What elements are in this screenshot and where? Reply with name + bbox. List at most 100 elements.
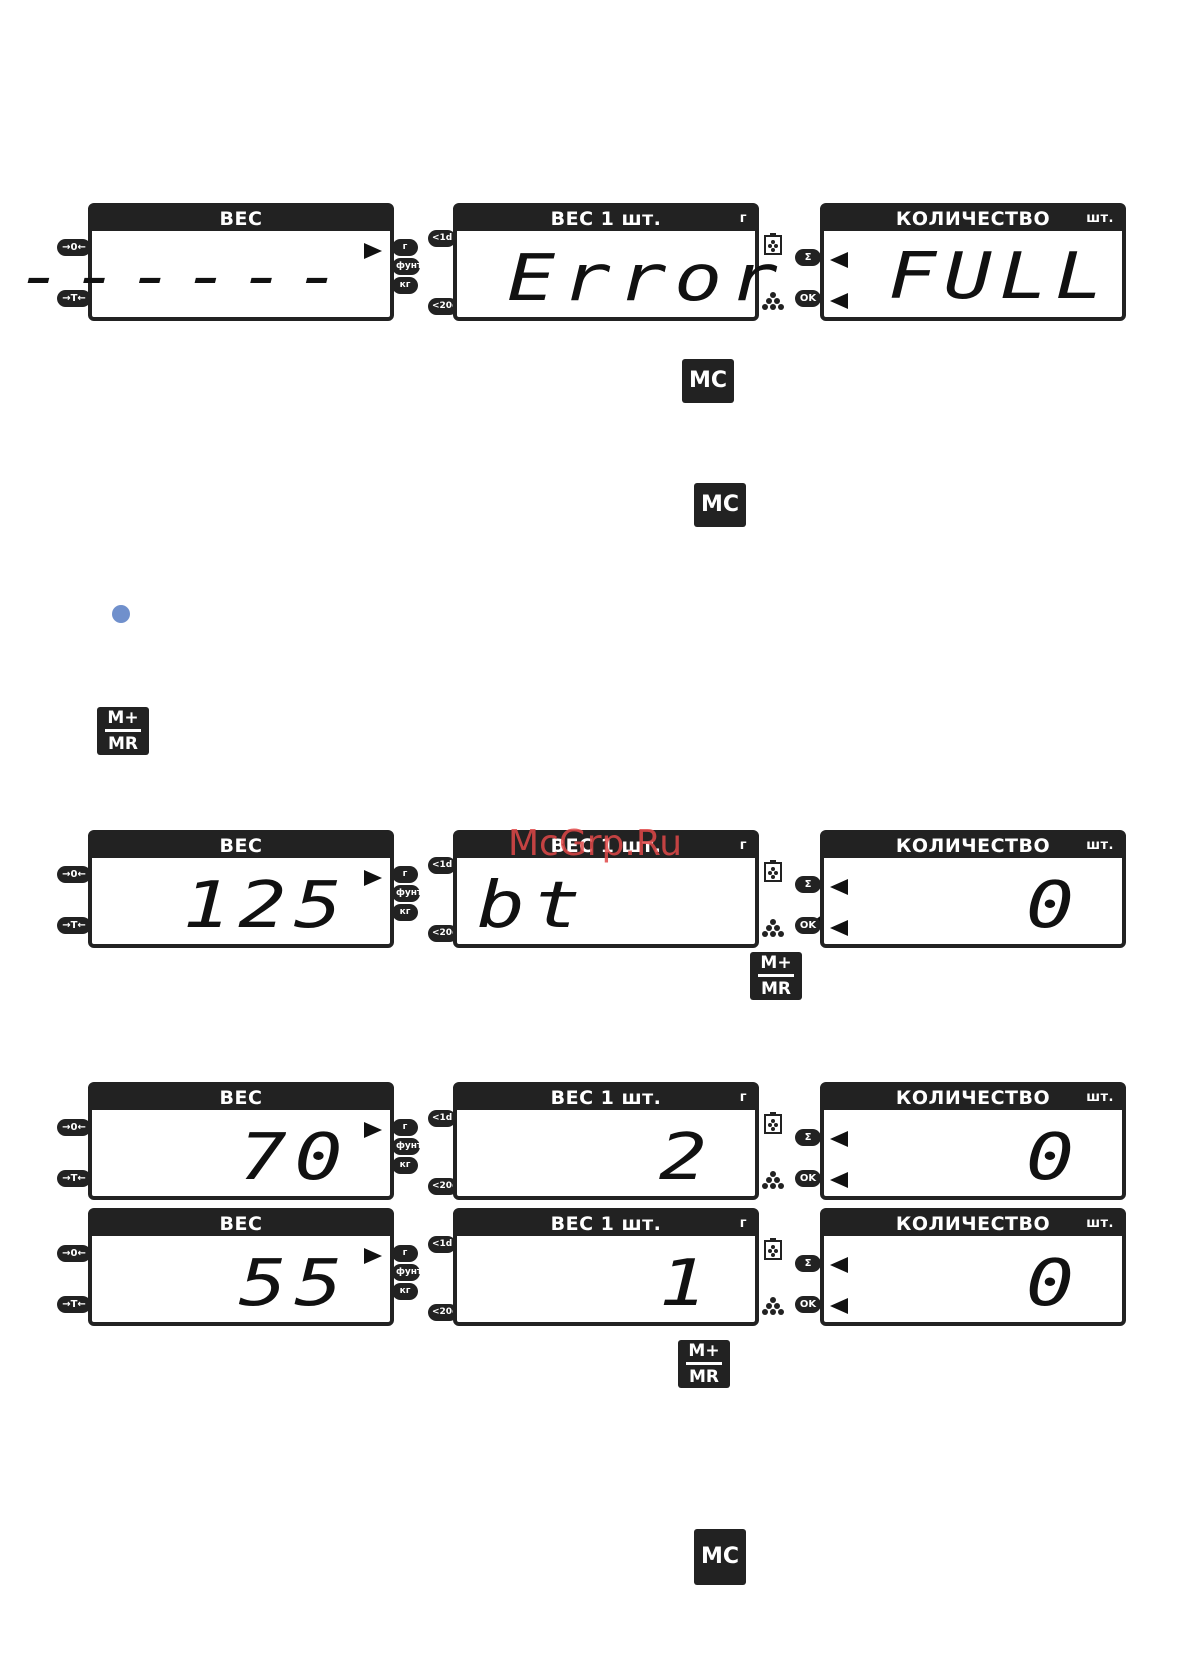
- unit-lb-tag: фунт: [392, 1264, 422, 1281]
- unit-lb-tag: фунт: [392, 258, 422, 275]
- 1d-tag: <1d: [428, 857, 456, 874]
- tare-tag: →T←: [57, 1170, 91, 1187]
- mc-button[interactable]: MC: [682, 359, 734, 403]
- unit-kg-tag: кг: [392, 277, 418, 294]
- weight-title: ВЕС: [92, 207, 390, 231]
- quantity-value: 0: [1026, 1121, 1082, 1195]
- quantity-title: КОЛИЧЕСТВО: [895, 1213, 1051, 1235]
- unit-weight-display: ВЕС 1 шт. г 1: [453, 1208, 759, 1326]
- unit-weight-unit: г: [739, 1216, 747, 1231]
- weight-sample-icon: [764, 1238, 782, 1260]
- unit-kg-tag: кг: [392, 1283, 418, 1300]
- unit-weight-unit: г: [739, 1090, 747, 1105]
- unit-weight-value: 1: [659, 1247, 715, 1321]
- ok-tag: OK: [795, 1170, 821, 1187]
- m-plus-mr-button[interactable]: M+ MR: [678, 1340, 730, 1388]
- tare-tag: →T←: [57, 290, 91, 307]
- m-plus-label: M+: [688, 1341, 720, 1361]
- quantity-unit: шт.: [1086, 1090, 1114, 1105]
- unit-weight-display: ВЕС 1 шт.г Error: [453, 203, 778, 321]
- tare-tag: →T←: [57, 917, 91, 934]
- quantity-unit: шт.: [1086, 211, 1114, 226]
- zero-tag: →0←: [57, 866, 91, 883]
- weight-display: ВЕС 70: [88, 1082, 394, 1200]
- 20d-tag: <20d: [428, 925, 459, 942]
- pieces-icon: [762, 1297, 784, 1315]
- sum-indicator: [830, 252, 848, 268]
- stable-indicator: [364, 1248, 382, 1264]
- mc-button[interactable]: MC: [694, 483, 746, 527]
- unit-weight-title: ВЕС 1 шт.: [550, 1087, 662, 1109]
- 1d-tag: <1d: [428, 1236, 456, 1253]
- ok-indicator: [830, 1172, 848, 1188]
- weight-display: ВЕС -------: [0, 203, 394, 321]
- unit-kg-tag: кг: [392, 1157, 418, 1174]
- unit-g-tag: г: [392, 1245, 418, 1262]
- weight-title: ВЕС: [92, 1212, 390, 1236]
- mc-button[interactable]: MC: [694, 1529, 746, 1585]
- 20d-tag: <20d: [428, 298, 459, 315]
- unit-weight-unit: г: [739, 838, 747, 853]
- quantity-title: КОЛИЧЕСТВО: [895, 208, 1051, 230]
- 1d-tag: <1d: [428, 230, 456, 247]
- unit-lb-tag: фунт: [392, 1138, 422, 1155]
- unit-weight-title: ВЕС 1 шт.: [550, 1213, 662, 1235]
- watermark: McGrp.Ru: [508, 823, 683, 864]
- sum-indicator: [830, 1257, 848, 1273]
- stable-indicator: [364, 243, 382, 259]
- unit-g-tag: г: [392, 866, 418, 883]
- quantity-value: FULL: [888, 240, 1111, 314]
- sum-tag: Σ: [795, 1255, 821, 1272]
- unit-weight-title: ВЕС 1 шт.: [550, 835, 662, 857]
- sum-tag: Σ: [795, 876, 821, 893]
- sum-indicator: [830, 1131, 848, 1147]
- unit-g-tag: г: [392, 1119, 418, 1136]
- 20d-tag: <20d: [428, 1178, 459, 1195]
- zero-tag: →0←: [57, 1245, 91, 1262]
- 20d-tag: <20d: [428, 1304, 459, 1321]
- weight-sample-icon: [764, 1112, 782, 1134]
- weight-value: 125: [183, 869, 350, 943]
- quantity-unit: шт.: [1086, 1216, 1114, 1231]
- sum-indicator: [830, 879, 848, 895]
- quantity-value: 0: [1026, 869, 1082, 943]
- quantity-title: КОЛИЧЕСТВО: [895, 835, 1051, 857]
- m-plus-mr-button[interactable]: M+ MR: [97, 707, 149, 755]
- m-plus-mr-button[interactable]: M+ MR: [750, 952, 802, 1000]
- pieces-icon: [762, 292, 784, 310]
- weight-display: ВЕС 55: [88, 1208, 394, 1326]
- mr-label: MR: [107, 734, 138, 754]
- ok-indicator: [830, 293, 848, 309]
- quantity-value: 0: [1026, 1247, 1082, 1321]
- weight-title: ВЕС: [92, 1086, 390, 1110]
- unit-g-tag: г: [392, 239, 418, 256]
- zero-tag: →0←: [57, 239, 91, 256]
- unit-weight-value: 2: [659, 1121, 715, 1195]
- sum-tag: Σ: [795, 249, 821, 266]
- ok-tag: OK: [795, 290, 821, 307]
- weight-title: ВЕС: [92, 834, 390, 858]
- unit-weight-unit: г: [739, 211, 747, 226]
- pieces-icon: [762, 1171, 784, 1189]
- quantity-title: КОЛИЧЕСТВО: [895, 1087, 1051, 1109]
- quantity-display: КОЛИЧЕСТВО шт. 0: [820, 1082, 1126, 1200]
- unit-kg-tag: кг: [392, 904, 418, 921]
- zero-tag: →0←: [57, 1119, 91, 1136]
- unit-weight-display: ВЕС 1 шт. г 2: [453, 1082, 759, 1200]
- stable-indicator: [364, 1122, 382, 1138]
- 1d-tag: <1d: [428, 1110, 456, 1127]
- unit-weight-title: ВЕС 1 шт.: [550, 208, 662, 230]
- quantity-display: КОЛИЧЕСТВО шт. 0: [820, 1208, 1126, 1326]
- mr-label: MR: [760, 979, 791, 999]
- tare-tag: →T←: [57, 1296, 91, 1313]
- weight-value: 70: [238, 1121, 350, 1195]
- sum-tag: Σ: [795, 1129, 821, 1146]
- weight-sample-icon: [764, 233, 782, 255]
- m-plus-label: M+: [107, 708, 139, 728]
- quantity-unit: шт.: [1086, 838, 1114, 853]
- weight-sample-icon: [764, 860, 782, 882]
- mr-label: MR: [688, 1367, 719, 1387]
- ok-indicator: [830, 920, 848, 936]
- bullet-marker: [112, 605, 130, 623]
- m-plus-label: M+: [760, 953, 792, 973]
